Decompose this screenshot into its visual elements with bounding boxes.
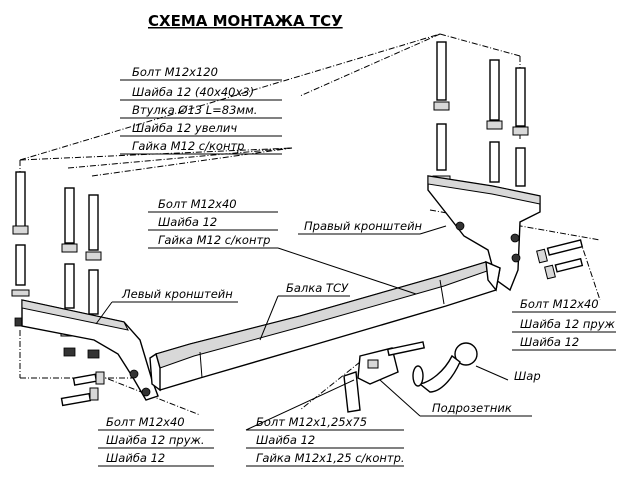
bottom-left-bolt-label: Болт М12х40 [106,415,185,429]
top-kit-sleeve-label: Втулка Ø13 L=83мм. [132,103,257,117]
ball-label: Шар [514,369,541,383]
mid-kit-bolt-label: Болт М12х40 [158,197,237,211]
left-bracket-label: Левый кронштейн [121,287,233,301]
beam-label: Балка ТСУ [286,281,349,295]
socket-plate-part [343,341,426,413]
socket-plate-label: Подрозетник [432,401,512,415]
right-kit-washer-label: Шайба 12 [520,335,579,349]
mid-kit-labels: Болт М12х40 Шайба 12 Гайка М12 с/контр [148,197,417,295]
right-bracket-label: Правый кронштейн [304,219,423,233]
tow-ball-part [412,342,478,393]
bottom-left-kit-labels: Болт М12х40 Шайба 12 пруж. Шайба 12 [98,415,214,467]
bottom-mid-washer-label: Шайба 12 [256,433,315,447]
top-kit-bolt-label: Болт М12х120 [132,65,218,79]
top-kit-nut-label: Гайка М12 с/контр [132,139,244,153]
bottom-mid-bolt-label: Болт М12х1,25х75 [256,415,367,429]
top-kit-labels: Болт М12х120 Шайба 12 (40х40х3) Втулка Ø… [120,65,282,155]
bottom-left-washer-label: Шайба 12 [106,451,165,465]
right-kit-bolt-label: Болт М12х40 [520,297,599,311]
right-bracket-part [427,175,541,292]
top-kit-washer-big-label: Шайба 12 увелич [132,121,237,135]
right-kit-washer-spring-label: Шайба 12 пруж [520,317,616,331]
diagram-title: СХЕМА МОНТАЖА ТСУ [148,12,343,30]
bottom-mid-nut-label: Гайка М12х1,25 с/контр. [256,451,405,465]
left-bracket-part [21,299,159,401]
top-right-bolt-stack [432,41,530,203]
top-left-bolt-stack [11,171,103,359]
right-side-fasteners [536,239,584,280]
right-kit-labels: Болт М12х40 Шайба 12 пруж Шайба 12 [512,297,616,351]
bottom-left-washer-spring-label: Шайба 12 пруж. [106,433,205,447]
mid-kit-washer-label: Шайба 12 [158,215,217,229]
mid-kit-nut-label: Гайка М12 с/контр [158,233,270,247]
bottom-left-fasteners [60,371,105,407]
top-kit-washer-label: Шайба 12 (40х40х3) [132,85,254,99]
towbar-beam-part [149,260,501,392]
bottom-mid-kit-labels: Болт М12х1,25х75 Шайба 12 Гайка М12х1,25… [245,379,405,467]
